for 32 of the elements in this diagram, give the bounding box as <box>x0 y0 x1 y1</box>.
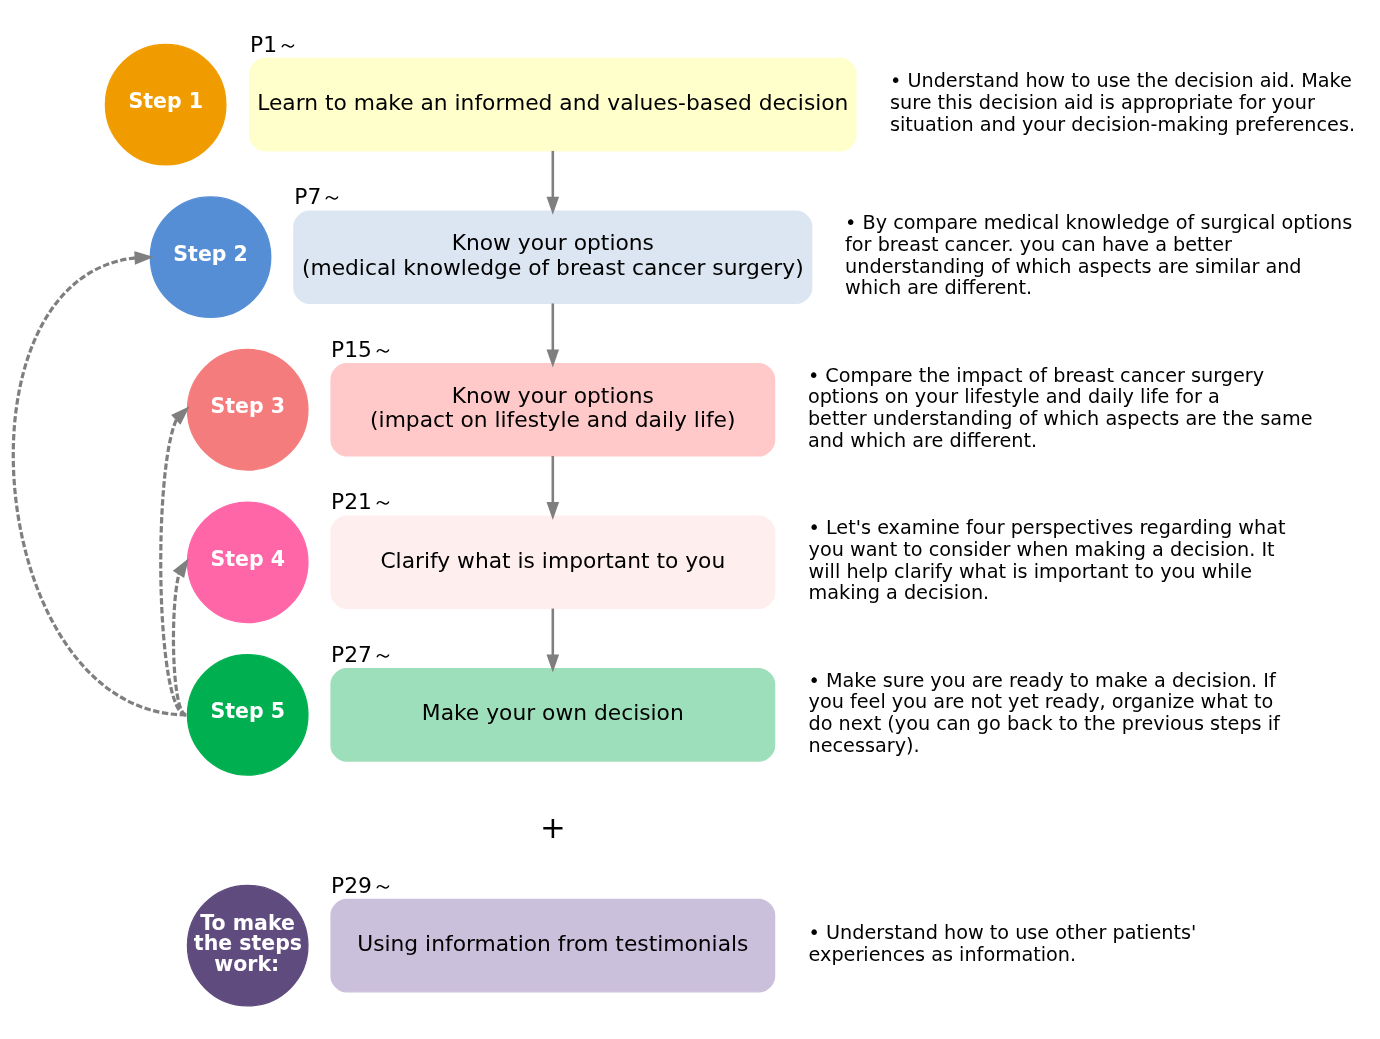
arrow <box>546 608 560 672</box>
node-label: P7～ <box>294 183 344 209</box>
node-label: P27～ <box>331 641 394 667</box>
node-box: Learn to make an informed and values-based decision <box>249 57 857 151</box>
node-label: P21～ <box>331 488 394 514</box>
node-box: Make your own decision <box>330 667 776 762</box>
label: • Make sure you are ready to make a decision. If you feel you are not yet ready, organize what to do next (you can go back to the previous steps if necessary). <box>808 668 1280 757</box>
node-label: P15～ <box>331 336 394 362</box>
arrow <box>546 302 560 367</box>
node-box: Clarify what is important to you <box>330 515 776 609</box>
arrow <box>171 557 189 716</box>
arrow <box>546 455 560 520</box>
node-label: P29～ <box>331 872 394 898</box>
arrow <box>159 405 190 716</box>
node-box: Know your options (impact on lifestyle and daily life) <box>330 362 776 457</box>
label: • Understand how to use the decision aid. Make sure this decision aid is appropriate for your situation and your decision-making preferences. <box>889 68 1356 136</box>
node-box: Using information from testimonials <box>330 898 776 992</box>
label: • By compare medical knowledge of surgical options for breast cancer. you can have a better understanding of which aspects are similar and which are different. <box>845 210 1353 299</box>
node-circle: To make the steps work: <box>186 884 309 1006</box>
arrow <box>12 250 187 716</box>
node-box: Know your options (medical knowledge of breast cancer surgery) <box>293 209 813 304</box>
node-label: P1～ <box>250 31 300 57</box>
node-circle: Step 1 <box>104 43 227 166</box>
arrow <box>546 150 560 215</box>
node-circle: Step 5 <box>186 653 309 776</box>
label: • Let's examine four perspectives regarding what you want to consider when making a decision. It will help clarify what is important to you while making a decision. <box>808 515 1286 604</box>
node-circle: Step 4 <box>186 500 309 623</box>
node-circle: Step 3 <box>186 348 309 471</box>
label: + <box>539 808 566 845</box>
label: • Understand how to use other patients' experiences as information. <box>808 920 1197 966</box>
node-circle: Step 2 <box>149 195 272 318</box>
label: • Compare the impact of breast cancer surgery options on your lifestyle and daily life for a better understanding of which aspects are the same and which are different. <box>807 363 1313 452</box>
